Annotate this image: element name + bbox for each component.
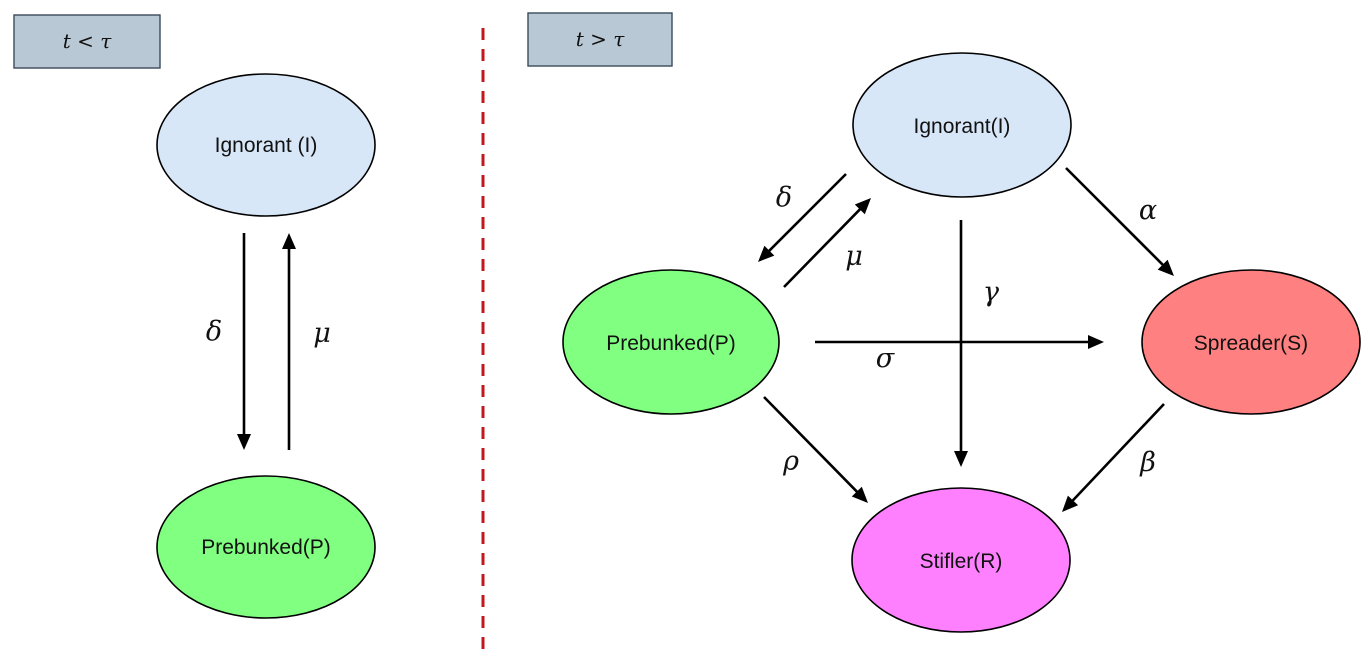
arrowhead <box>851 486 868 503</box>
prebunked-ellipse <box>562 269 780 415</box>
spreader-ellipse <box>1141 269 1361 415</box>
ignorant-label: Ignorant (I) <box>215 134 318 157</box>
edge-label-sigma: σ <box>876 343 896 374</box>
arrowhead <box>282 233 296 249</box>
edge-prebunked-to-stifler-after: ρ <box>763 396 868 503</box>
edge-line <box>783 206 863 288</box>
edge-prebunked-to-ignorant-before: μ <box>282 233 331 450</box>
edge-label-alpha: α <box>1139 195 1157 226</box>
prebunked-ellipse <box>156 475 376 619</box>
panel-before: t < τ Ignorant (I) Prebunked(P) δ μ <box>13 14 376 619</box>
arrowhead <box>1088 335 1104 349</box>
stifler-label: Stifler(R) <box>920 550 1003 573</box>
spreader-label: Spreader(S) <box>1194 332 1308 355</box>
arrowhead <box>1062 495 1079 512</box>
prebunked-label: Prebunked(P) <box>201 536 331 559</box>
edge-ignorant-to-stifler-after: γ <box>954 220 1000 467</box>
ignorant-label: Ignorant(I) <box>914 115 1011 138</box>
edge-label-delta: δ <box>206 316 222 347</box>
ignorant-ellipse <box>156 73 376 217</box>
edge-ignorant-to-prebunked-before: δ <box>206 233 251 450</box>
phase-label-after: t > τ <box>576 27 626 51</box>
edge-label-mu: μ <box>313 318 331 349</box>
edge-label-gamma: γ <box>983 277 1000 308</box>
node-stifler-after: Stifler(R) <box>851 487 1071 633</box>
edge-prebunked-to-ignorant-after: μ <box>783 198 871 288</box>
arrowhead <box>954 451 968 467</box>
prebunked-label: Prebunked(P) <box>606 332 736 355</box>
edge-line <box>1069 403 1165 504</box>
edge-line <box>1065 167 1166 268</box>
panel-after: t > τ Ignorant(I) Prebunked(P) Spreader(… <box>527 12 1361 633</box>
node-ignorant-after: Ignorant(I) <box>852 52 1072 198</box>
node-prebunked-before: Prebunked(P) <box>156 475 376 619</box>
phase-label-before: t < τ <box>63 29 113 53</box>
node-prebunked-after: Prebunked(P) <box>562 269 780 415</box>
stifler-ellipse <box>851 487 1071 633</box>
edge-label-rho: ρ <box>782 446 799 477</box>
node-spreader-after: Spreader(S) <box>1141 269 1361 415</box>
arrowhead <box>758 245 775 262</box>
edge-spreader-to-stifler-after: β <box>1062 403 1165 512</box>
phase-box-before <box>13 14 161 69</box>
edge-label-mu: μ <box>845 241 863 272</box>
edge-prebunked-to-spreader-after: σ <box>815 335 1104 374</box>
edge-ignorant-to-spreader-after: α <box>1065 167 1174 276</box>
edge-ignorant-to-prebunked-after: δ <box>758 173 847 262</box>
arrowhead <box>1157 259 1174 276</box>
ignorant-ellipse <box>852 52 1072 198</box>
node-ignorant-before: Ignorant (I) <box>156 73 376 217</box>
phase-box-after <box>527 12 673 67</box>
edge-line <box>763 396 860 495</box>
edge-line <box>766 173 847 254</box>
edge-label-delta: δ <box>776 182 792 213</box>
arrowhead <box>854 198 871 215</box>
edge-label-beta: β <box>1139 447 1156 478</box>
arrowhead <box>237 434 251 450</box>
